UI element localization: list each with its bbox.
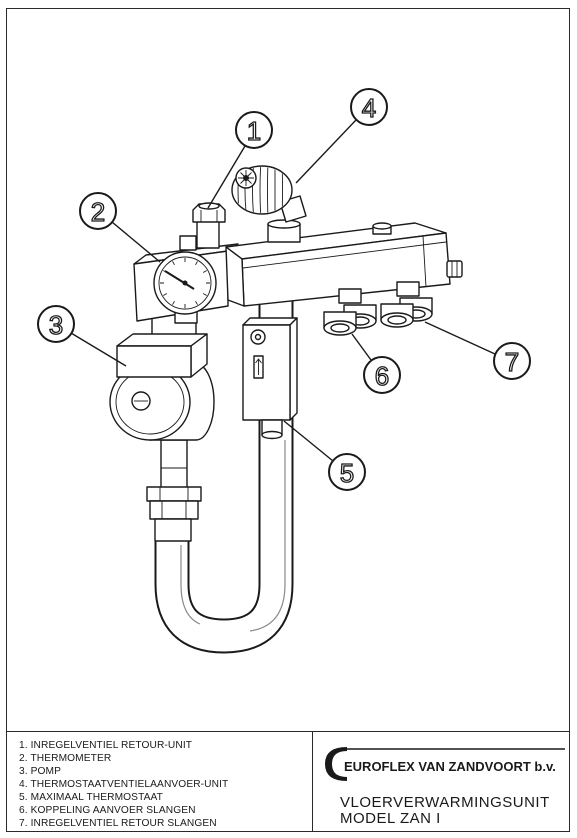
needle-hub [182, 280, 188, 286]
callout-circle [79, 192, 117, 230]
coupling-bore [387, 315, 407, 325]
logo-swoosh [325, 747, 347, 781]
leader-line [351, 333, 372, 361]
callout-1: 1 [207, 111, 273, 209]
callout-7: 7 [424, 321, 531, 380]
unit-drawing: 1 2 3 4 5 6 7 [37, 88, 531, 654]
hex-nut [146, 486, 202, 502]
callout-circle [493, 342, 531, 380]
document-footer: 1. INREGELVENTIEL RETOUR-UNIT 2. THERMOM… [6, 731, 570, 832]
callout-number: 4 [362, 93, 376, 123]
leader-line [295, 119, 357, 184]
parts-legend: 1. INREGELVENTIEL RETOUR-UNIT 2. THERMOM… [19, 739, 228, 830]
company-name: EUROFLEX VAN ZANDVOORT b.v. [344, 759, 556, 774]
valve-base-top [267, 219, 301, 229]
coupling-collar [396, 281, 420, 297]
callout-4: 4 [295, 88, 388, 184]
thermostatic-valve [231, 165, 307, 243]
callout-number: 3 [49, 310, 63, 340]
callout-2: 2 [79, 192, 161, 263]
circulation-pipe [154, 298, 294, 654]
small-nut [179, 235, 197, 251]
callout-3: 3 [37, 305, 127, 367]
leader-line [424, 321, 496, 355]
pump-neck [160, 439, 188, 489]
dial-ticks [160, 258, 210, 308]
leader-line [70, 332, 127, 367]
legend-item: 3. POMP [19, 766, 62, 777]
maximum-thermostat [242, 317, 298, 440]
callout-circle [363, 356, 401, 394]
pipe-body [156, 298, 292, 652]
coupling-collar [338, 288, 362, 304]
return-balancing-valve [179, 202, 226, 251]
callout-number: 7 [505, 347, 519, 377]
callout-5: 5 [283, 420, 366, 491]
thermometer [153, 251, 217, 324]
legend-item: 7. INREGELVENTIEL RETOUR SLANGEN [19, 818, 217, 829]
supply-hose-couplings [323, 288, 377, 336]
leader-line [207, 145, 246, 209]
head-ribs [237, 167, 283, 213]
thermometer-dial [158, 256, 212, 310]
callout-number: 5 [340, 458, 354, 488]
legend-item: 6. KOPPELING AANVOER SLANGEN [19, 805, 196, 816]
callout-number: 6 [375, 361, 389, 391]
callout-circle [328, 453, 366, 491]
return-hose-valves [380, 281, 433, 328]
leader-line [283, 420, 334, 462]
sun-symbol-center [243, 175, 249, 181]
pump [109, 313, 215, 441]
manifold-bevel [242, 241, 447, 269]
thermometer-needle [164, 270, 195, 290]
hex-nut [149, 500, 199, 520]
manifold-nipple-top [372, 222, 392, 230]
coupling-bore [330, 323, 350, 333]
document-title-line-1: VLOERVERWARMINGSUNIT [340, 794, 550, 811]
thermostat-side [289, 317, 298, 421]
pipe-shading [249, 440, 286, 632]
company-logo-mark [325, 747, 565, 781]
terminal-box-front [116, 345, 192, 378]
pump-outlet-fittings [146, 439, 202, 542]
callout-circle [37, 305, 75, 343]
callout-number: 1 [247, 116, 261, 146]
thermostat-knob-center [254, 333, 262, 341]
legend-item: 5. MAXIMAAL THERMOSTAAT [19, 792, 164, 803]
end-bolt [446, 260, 463, 278]
page-frame [6, 8, 570, 832]
callout-number: 2 [91, 197, 105, 227]
cable-gland-end [261, 430, 283, 440]
title-block: EUROFLEX VAN ZANDVOORT b.v. VLOERVERWARM… [312, 732, 570, 832]
legend-item: 2. THERMOMETER [19, 753, 112, 764]
manifold-left-end [225, 246, 245, 307]
pipe-collar [154, 518, 192, 542]
callout-circle [350, 88, 388, 126]
thermostat-front [242, 324, 291, 421]
legend-item: 1. INREGELVENTIEL RETOUR-UNIT [19, 740, 193, 751]
arrow-icon [255, 358, 262, 375]
manifold-end-cap [422, 235, 427, 288]
callout-circle [235, 111, 273, 149]
thermostat-top [242, 317, 298, 326]
callout-6: 6 [351, 333, 401, 394]
legend-item: 4. THERMOSTAATVENTIELAANVOER-UNIT [19, 779, 229, 790]
document-title-line-2: MODEL ZAN I [340, 810, 441, 827]
leader-line [111, 221, 161, 263]
pipe-shading [180, 545, 201, 625]
